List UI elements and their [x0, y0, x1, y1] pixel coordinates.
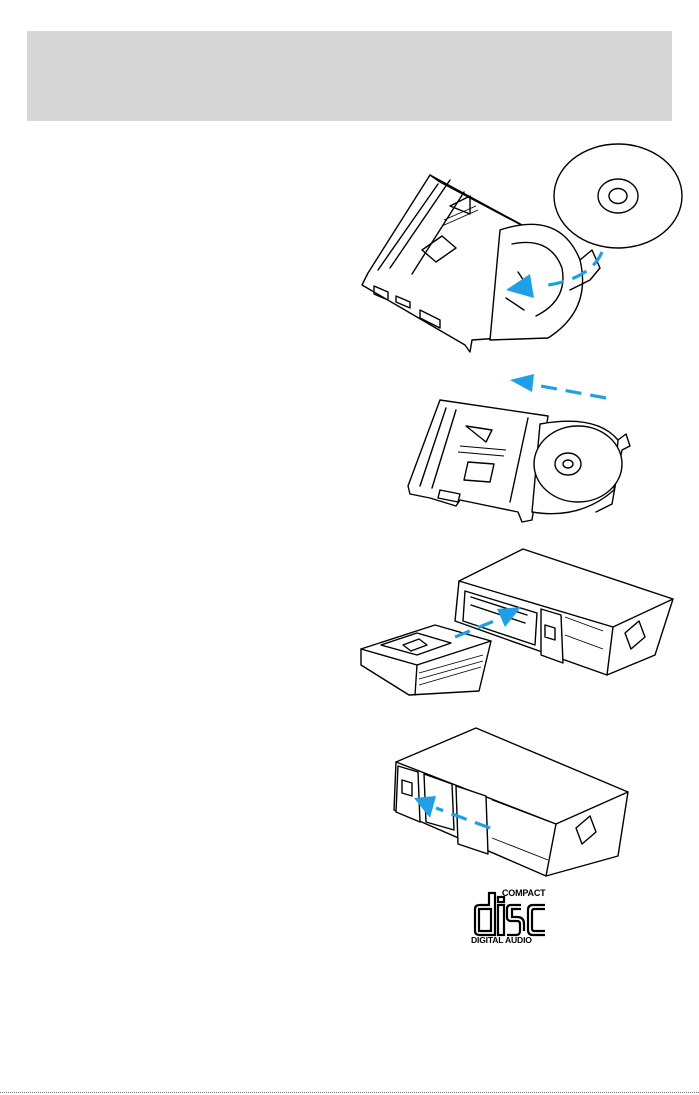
logo-top-text: COMPACT	[502, 888, 545, 898]
page-bottom-rule	[0, 1092, 699, 1093]
insert-magazine-icon	[355, 545, 685, 705]
close-changer-door-icon	[390, 726, 640, 886]
disc-into-tray-icon	[330, 140, 680, 360]
slide-tray-closed-icon	[400, 370, 640, 530]
compact-disc-logo: COMPACT DIGITAL AUDIO	[471, 887, 551, 950]
logo-bottom-text: DIGITAL AUDIO	[471, 935, 532, 945]
header-band	[27, 31, 672, 121]
